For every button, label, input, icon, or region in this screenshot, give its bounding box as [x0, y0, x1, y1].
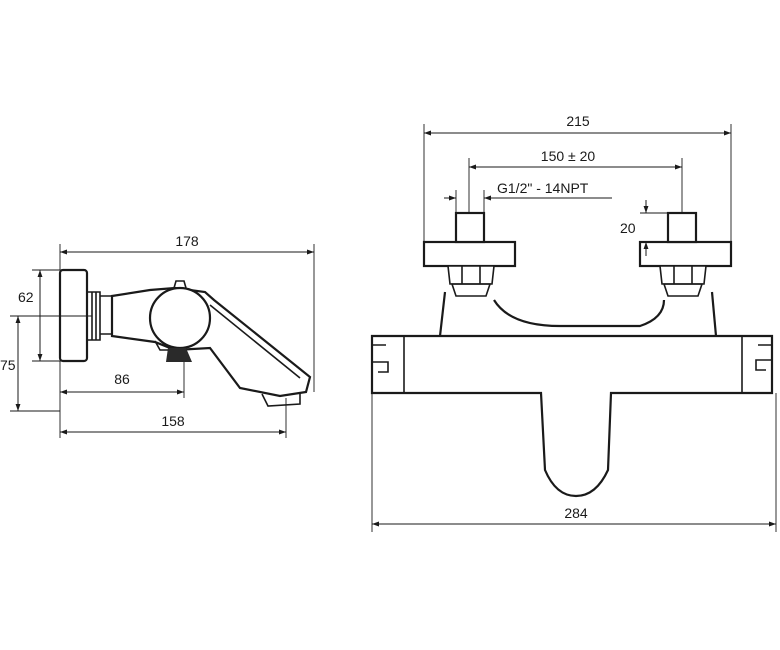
inlet-arms	[438, 291, 666, 337]
dim-label-178: 178	[175, 233, 199, 249]
end-cap-left	[372, 344, 389, 373]
dim-label-215: 215	[566, 113, 590, 129]
thermostat-body	[370, 334, 774, 498]
dim-label-thread: G1/2" - 14NPT	[497, 180, 589, 196]
dim-label-150: 150 ± 20	[541, 148, 596, 164]
end-cap-right	[755, 344, 772, 371]
left-rosette	[422, 240, 517, 268]
dim-label-158: 158	[161, 413, 185, 429]
front-view: 215 150 ± 20 G1/2" - 14NPT 20 284	[370, 113, 777, 532]
handle-lever	[166, 348, 192, 362]
dim-label-20: 20	[620, 220, 636, 236]
dim-label-62: 62	[18, 289, 34, 305]
handle-knob	[148, 286, 212, 350]
side-view: 178 62 75 86 158	[0, 233, 315, 438]
wall-rosette	[58, 268, 89, 363]
left-inlet-pipe	[454, 211, 486, 244]
dim-label-284: 284	[564, 505, 588, 521]
right-nut	[659, 265, 707, 285]
connector-nut	[87, 291, 101, 341]
dim-label-75: 75	[0, 357, 16, 373]
mixer-body	[110, 286, 312, 398]
left-nut	[447, 265, 495, 285]
right-inlet-pipe	[666, 211, 698, 244]
right-rosette	[638, 240, 733, 268]
dim-label-86: 86	[114, 371, 130, 387]
spout-outlet	[261, 392, 301, 407]
